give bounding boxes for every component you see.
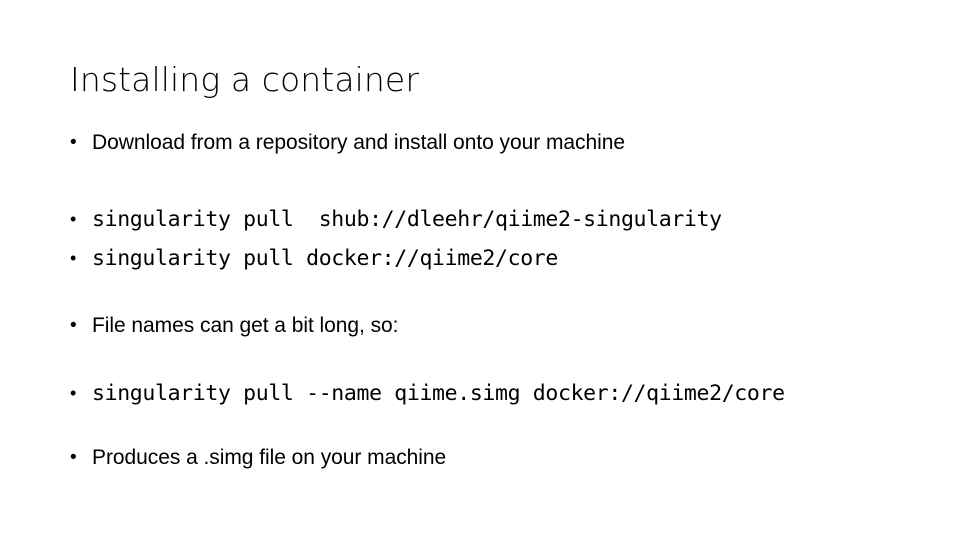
bullet-item-label: Produces a .simg file on your machine [92, 446, 447, 469]
bullet-point-icon: • [70, 447, 77, 468]
command-text: singularity pull --name qiime.simg docke… [92, 381, 785, 406]
bullet-point-icon: • [70, 315, 77, 336]
bullet-item-label: File names can get a bit long, so: [92, 314, 399, 337]
spacer [70, 278, 940, 311]
command-text: singularity pull docker://qiime2/core [92, 246, 558, 271]
spacer [70, 158, 940, 200]
bullet-item-command-shub: • singularity pull shub://dleehr/qiime2-… [70, 200, 940, 239]
bullet-point-icon: • [70, 383, 77, 403]
spacer [70, 413, 940, 443]
bullet-item-filenames: • File names can get a bit long, so: [70, 311, 940, 341]
bullet-point-icon: • [70, 132, 77, 153]
spacer [70, 341, 940, 374]
bullet-item-command-name: • singularity pull --name qiime.simg doc… [70, 374, 940, 413]
bullet-point-icon: • [70, 209, 77, 229]
bullet-item-command-docker: • singularity pull docker://qiime2/core [70, 239, 940, 278]
command-text: singularity pull shub://dleehr/qiime2-si… [92, 207, 722, 232]
page-title: Installing a container [70, 60, 419, 99]
bullet-point-icon: • [70, 248, 77, 268]
bullet-item-download: • Download from a repository and install… [70, 128, 940, 158]
slide-body: • Download from a repository and install… [70, 128, 940, 473]
bullet-item-label: Download from a repository and install o… [92, 131, 625, 154]
bullet-item-produces: • Produces a .simg file on your machine [70, 443, 940, 473]
